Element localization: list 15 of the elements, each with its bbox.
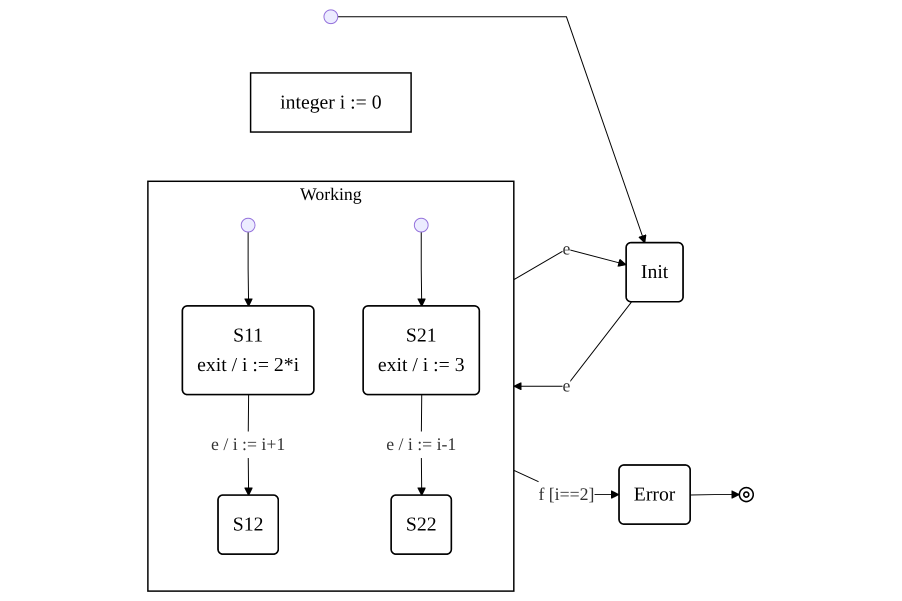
arrow xyxy=(514,248,627,280)
edge-label: e xyxy=(562,238,571,258)
edge-label: e xyxy=(562,376,571,396)
node-box: integer i := 0 xyxy=(250,72,412,133)
edge-label: f [i==2] xyxy=(538,484,595,504)
edge-label: e / i := i-1 xyxy=(386,434,457,454)
arrow xyxy=(244,232,254,307)
arrow xyxy=(690,490,740,499)
arrow xyxy=(338,16,647,244)
arrow xyxy=(514,301,633,391)
node-circle xyxy=(324,9,339,24)
edge-label: e / i := i+1 xyxy=(211,434,286,454)
node-circle xyxy=(414,218,430,233)
node-circle xyxy=(241,218,256,233)
arrow xyxy=(418,232,426,307)
